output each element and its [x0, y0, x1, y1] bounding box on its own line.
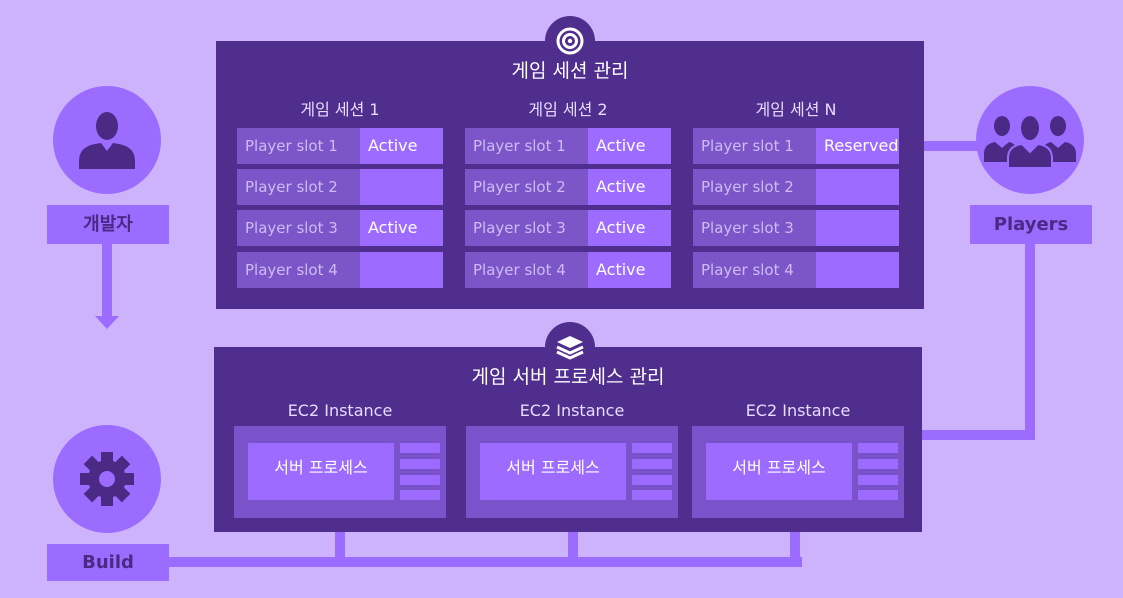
instance-1-bar-4 [400, 490, 440, 500]
slot-label: Player slot 3 [693, 210, 816, 246]
instance-3-bar-2 [858, 459, 898, 469]
session-1-slot-4: Player slot 4 [237, 252, 443, 288]
session-n-title: 게임 세션 N [755, 100, 837, 119]
instance-2-process: 서버 프로세스 [480, 443, 626, 500]
person-icon [79, 112, 135, 169]
session-n-slot-2: Player slot 2 [693, 169, 899, 205]
slot-label: Player slot 3 [237, 210, 360, 246]
session-panel-title: 게임 세션 관리 [511, 60, 629, 82]
slot-label: Player slot 1 [693, 128, 816, 164]
instance-1-bar-2 [400, 459, 440, 469]
instance-1-title: EC2 Instance [287, 401, 393, 420]
players-node [976, 86, 1084, 194]
slot-status [360, 169, 443, 205]
slot-status: Active [588, 128, 671, 164]
instance-2-bar-3 [632, 475, 672, 485]
instance-3-bar-1 [858, 443, 898, 453]
slot-label: Player slot 3 [465, 210, 588, 246]
players-to-server-horizontal [918, 430, 1035, 440]
slot-status: Active [360, 128, 443, 164]
slot-label: Player slot 1 [465, 128, 588, 164]
build-line-horizontal [168, 557, 802, 567]
instance-2-bar-1 [632, 443, 672, 453]
slot-label: Player slot 4 [465, 252, 588, 288]
build-node [53, 425, 161, 533]
build-to-instance-1-shaft [335, 528, 345, 562]
session-2-slot-3: Player slot 3 Active [465, 210, 671, 246]
build-to-instance-3-shaft [790, 528, 800, 562]
target-icon [556, 27, 584, 55]
session-1-slot-2: Player slot 2 [237, 169, 443, 205]
slot-status: Active [360, 210, 443, 246]
slot-label: Player slot 2 [693, 169, 816, 205]
slot-label: Player slot 1 [237, 128, 360, 164]
instance-2-title: EC2 Instance [519, 401, 625, 420]
developer-node [53, 86, 161, 194]
session-n-slot-4: Player slot 4 [693, 252, 899, 288]
session-2-slot-1: Player slot 1 Active [465, 128, 671, 164]
slot-status [816, 252, 899, 288]
session-panel-badge [545, 16, 595, 66]
slot-status: Active [588, 252, 671, 288]
slot-label: Player slot 2 [237, 169, 360, 205]
build-label: Build [47, 544, 169, 581]
session-1-slot-1: Player slot 1 Active [237, 128, 443, 164]
players-to-session-shaft [915, 141, 981, 151]
layers-icon [556, 336, 584, 360]
developer-label: 개발자 [47, 205, 169, 244]
group-icon [984, 114, 1076, 168]
players-to-server-vertical [1025, 244, 1035, 440]
build-to-instance-2-shaft [568, 528, 578, 562]
slot-status: Active [588, 210, 671, 246]
slot-label: Player slot 4 [693, 252, 816, 288]
slot-status: Active [588, 169, 671, 205]
developer-arrow-head [95, 316, 119, 329]
instance-1-bar-3 [400, 475, 440, 485]
developer-arrow-shaft [102, 244, 112, 318]
instance-2-bar-2 [632, 459, 672, 469]
instance-1-process: 서버 프로세스 [248, 443, 394, 500]
instance-3-title: EC2 Instance [745, 401, 851, 420]
instance-3-bar-3 [858, 475, 898, 485]
slot-label: Player slot 4 [237, 252, 360, 288]
players-label: Players [970, 205, 1092, 244]
server-panel-badge [545, 322, 595, 372]
gear-icon [80, 452, 134, 506]
server-panel-title: 게임 서버 프로세스 관리 [471, 366, 665, 388]
slot-status [816, 210, 899, 246]
instance-3-process: 서버 프로세스 [706, 443, 852, 500]
session-2-slot-2: Player slot 2 Active [465, 169, 671, 205]
slot-status [816, 169, 899, 205]
session-2-title: 게임 세션 2 [528, 100, 608, 119]
instance-1-bar-1 [400, 443, 440, 453]
session-1-slot-3: Player slot 3 Active [237, 210, 443, 246]
instance-2-bar-4 [632, 490, 672, 500]
instance-3-bar-4 [858, 490, 898, 500]
session-n-slot-3: Player slot 3 [693, 210, 899, 246]
slot-status [360, 252, 443, 288]
session-n-slot-1: Player slot 1 Reserved [693, 128, 899, 164]
session-1-title: 게임 세션 1 [300, 100, 380, 119]
slot-status: Reserved [816, 128, 899, 164]
session-2-slot-4: Player slot 4 Active [465, 252, 671, 288]
slot-label: Player slot 2 [465, 169, 588, 205]
